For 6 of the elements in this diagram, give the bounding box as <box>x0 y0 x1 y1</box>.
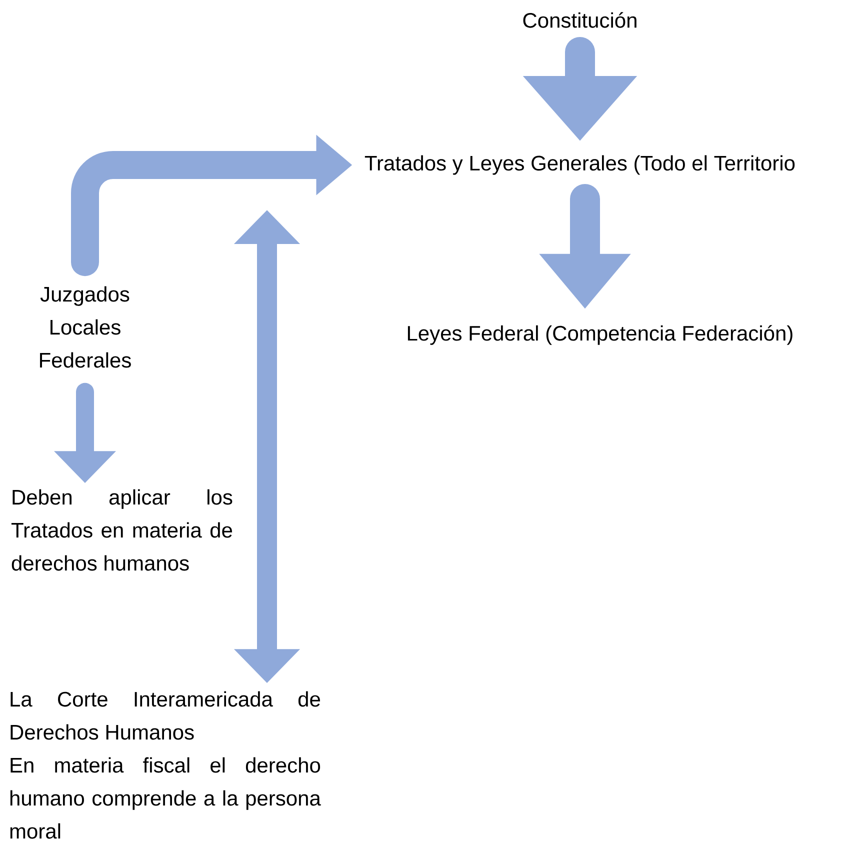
level-text: Leyes Federal (Competencia Federación) <box>408 325 792 345</box>
heading-text: Constitución <box>523 12 636 28</box>
note-text: La Corte Interamericada de Derechos Humanos En materia fiscal el derecho humano comprende a la persona moral <box>10 691 321 839</box>
level-text: Tratados y Leyes Generales (Todo el Territorio <box>364 155 795 175</box>
court-text: Juzgados Locales Federales <box>40 286 131 368</box>
note-text: Deben aplicar los Tratados en materia de derechos humanos <box>11 489 232 571</box>
